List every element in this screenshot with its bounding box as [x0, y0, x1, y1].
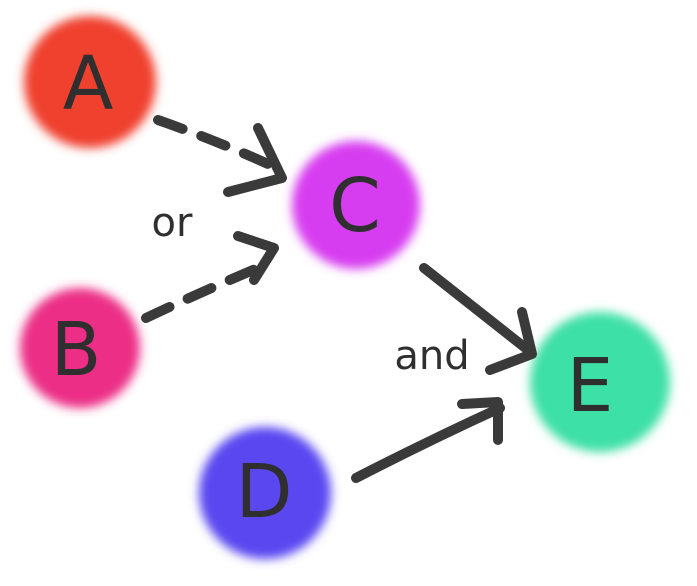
edge-d-to-e-arrowhead	[457, 397, 503, 445]
edge-c-to-e-line	[419, 263, 533, 355]
node-a: A	[24, 16, 156, 148]
node-e: E	[530, 312, 670, 452]
edge-c-to-e	[419, 263, 537, 375]
node-d: D	[199, 427, 331, 559]
or-label: or	[152, 200, 193, 246]
node-b: B	[20, 288, 140, 408]
node-b-label: B	[51, 307, 102, 393]
node-b-blob	[20, 288, 140, 408]
node-c-blob	[292, 141, 420, 269]
edge-a-to-c-line	[153, 115, 273, 169]
edge-d-to-e-line	[351, 403, 505, 483]
node-c-label: C	[329, 163, 381, 249]
edge-a-to-c	[153, 115, 287, 197]
node-d-label: D	[236, 449, 293, 535]
edge-a-to-c-arrowhead	[223, 123, 287, 197]
and-label: and	[394, 333, 469, 379]
node-e-blob	[530, 312, 670, 452]
node-d-blob	[199, 427, 331, 559]
node-a-label: A	[63, 41, 114, 127]
edge-c-to-e-arrowhead	[485, 307, 537, 375]
edge-b-to-c-line	[141, 257, 277, 323]
node-a-blob	[24, 16, 156, 148]
edge-d-to-e	[351, 397, 505, 483]
node-c: C	[292, 141, 420, 269]
node-e-label: E	[567, 343, 614, 429]
edge-b-to-c	[141, 231, 279, 323]
edge-b-to-c-arrowhead	[233, 231, 279, 285]
